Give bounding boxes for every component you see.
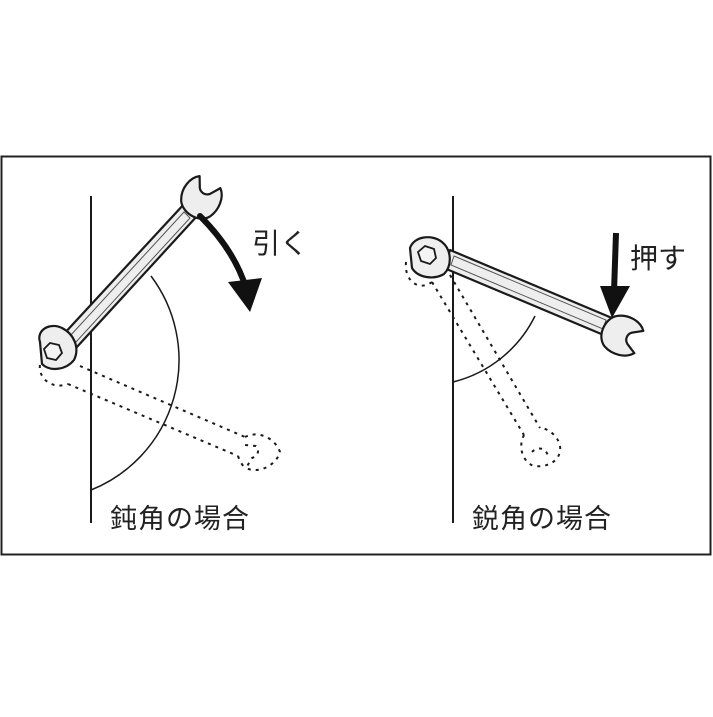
action-label-pull: 引く: [252, 227, 309, 260]
bolt-icon: [416, 244, 437, 266]
caption-acute: 鋭角の場合: [472, 504, 612, 535]
caption-obtuse: 鈍角の場合: [110, 504, 250, 535]
action-label-push: 押す: [630, 242, 687, 275]
bolt-icon: [42, 342, 64, 361]
straight-arrow-down-icon: [600, 232, 630, 318]
panel-obtuse: [38, 171, 282, 523]
figure-frame: [0, 155, 712, 556]
dashed-wrench-right: [404, 261, 562, 468]
angle-arc-obtuse: [90, 275, 180, 491]
wrench-left: [38, 171, 229, 370]
curved-arrow-clockwise-icon: [197, 213, 262, 312]
dashed-wrench-left: [38, 364, 282, 471]
angle-arc-acute: [452, 315, 536, 383]
panel-acute: [404, 196, 648, 523]
wrench-right: [408, 236, 648, 362]
